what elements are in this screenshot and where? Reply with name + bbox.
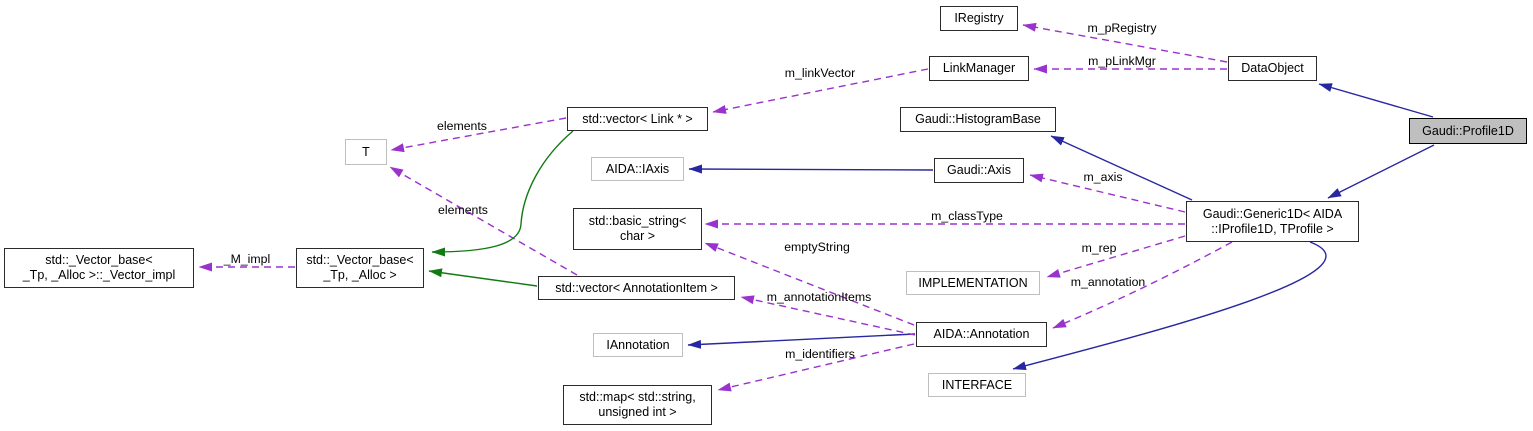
edge-label-_M_impl: _M_impl xyxy=(223,252,271,266)
edge-aida-annotation-to-basic-string xyxy=(704,242,915,326)
node-interface: INTERFACE xyxy=(928,373,1026,397)
node-profile1d: Gaudi::Profile1D xyxy=(1409,118,1527,144)
edge-vector-link-to-t xyxy=(390,117,567,153)
edge-vector-link-to-vector-base xyxy=(431,130,574,257)
node-basic-string[interactable]: std::basic_string< char > xyxy=(573,208,702,250)
edge-label-elements: elements xyxy=(438,203,488,217)
node-implementation: IMPLEMENTATION xyxy=(906,271,1040,295)
edge-label-m_linkVector: m_linkVector xyxy=(784,66,856,80)
node-gaudi-axis[interactable]: Gaudi::Axis xyxy=(934,158,1024,183)
edge-generic1d-to-interface xyxy=(1012,241,1327,371)
edge-label-elements: elements xyxy=(437,119,487,133)
node-t: T xyxy=(345,139,387,165)
node-dataobject[interactable]: DataObject xyxy=(1228,56,1317,81)
node-vector-link[interactable]: std::vector< Link * > xyxy=(567,107,708,131)
node-std-map[interactable]: std::map< std::string, unsigned int > xyxy=(563,385,712,425)
edge-generic1d-to-aida-annotation xyxy=(1052,241,1233,329)
edge-label-m_rep: m_rep xyxy=(1081,241,1117,255)
edge-label-m_identifiers: m_identifiers xyxy=(785,347,855,361)
edge-profile1d-to-generic1d xyxy=(1327,144,1435,199)
edge-aida-annotation-to-iannotation xyxy=(687,333,916,349)
edge-label-m_pLinkMgr: m_pLinkMgr xyxy=(1088,54,1156,68)
edge-label-m_classType: m_classType xyxy=(931,209,1003,223)
edge-label-m_annotation: m_annotation xyxy=(1070,275,1146,289)
node-vector-base[interactable]: std::_Vector_base< _Tp, _Alloc > xyxy=(296,248,424,288)
node-vector-annotationitem[interactable]: std::vector< AnnotationItem > xyxy=(538,276,735,300)
edge-aida-annotation-to-vector-annotationitem xyxy=(740,295,916,336)
node-iannotation: IAnnotation xyxy=(593,333,683,357)
node-vector-impl[interactable]: std::_Vector_base< _Tp, _Alloc >::_Vecto… xyxy=(4,248,194,288)
node-linkmanager[interactable]: LinkManager xyxy=(929,56,1029,81)
edge-generic1d-to-histogrambase xyxy=(1050,135,1193,201)
node-iregistry[interactable]: IRegistry xyxy=(940,6,1018,31)
node-generic1d[interactable]: Gaudi::Generic1D< AIDA ::IProfile1D, TPr… xyxy=(1186,201,1359,242)
edge-gaudi-axis-to-aida-iaxis xyxy=(688,164,934,174)
edge-dataobject-to-iregistry xyxy=(1022,22,1228,63)
node-aida-annotation[interactable]: AIDA::Annotation xyxy=(916,322,1047,347)
edge-label-m_pRegistry: m_pRegistry xyxy=(1087,21,1157,35)
node-histogrambase[interactable]: Gaudi::HistogramBase xyxy=(900,107,1056,132)
edge-generic1d-to-gaudi-axis xyxy=(1029,173,1186,213)
edge-vector-annotationitem-to-vector-base xyxy=(428,268,538,287)
node-aida-iaxis: AIDA::IAxis xyxy=(591,157,684,181)
edge-label-m_annotationItems: m_annotationItems xyxy=(766,290,872,304)
edge-label-emptyString: emptyString xyxy=(784,240,850,254)
edge-label-m_axis: m_axis xyxy=(1083,170,1123,184)
edge-profile1d-to-dataobject xyxy=(1318,83,1434,118)
edge-aida-annotation-to-std-map xyxy=(717,343,915,392)
edge-linkmanager-to-vector-link xyxy=(712,68,929,114)
